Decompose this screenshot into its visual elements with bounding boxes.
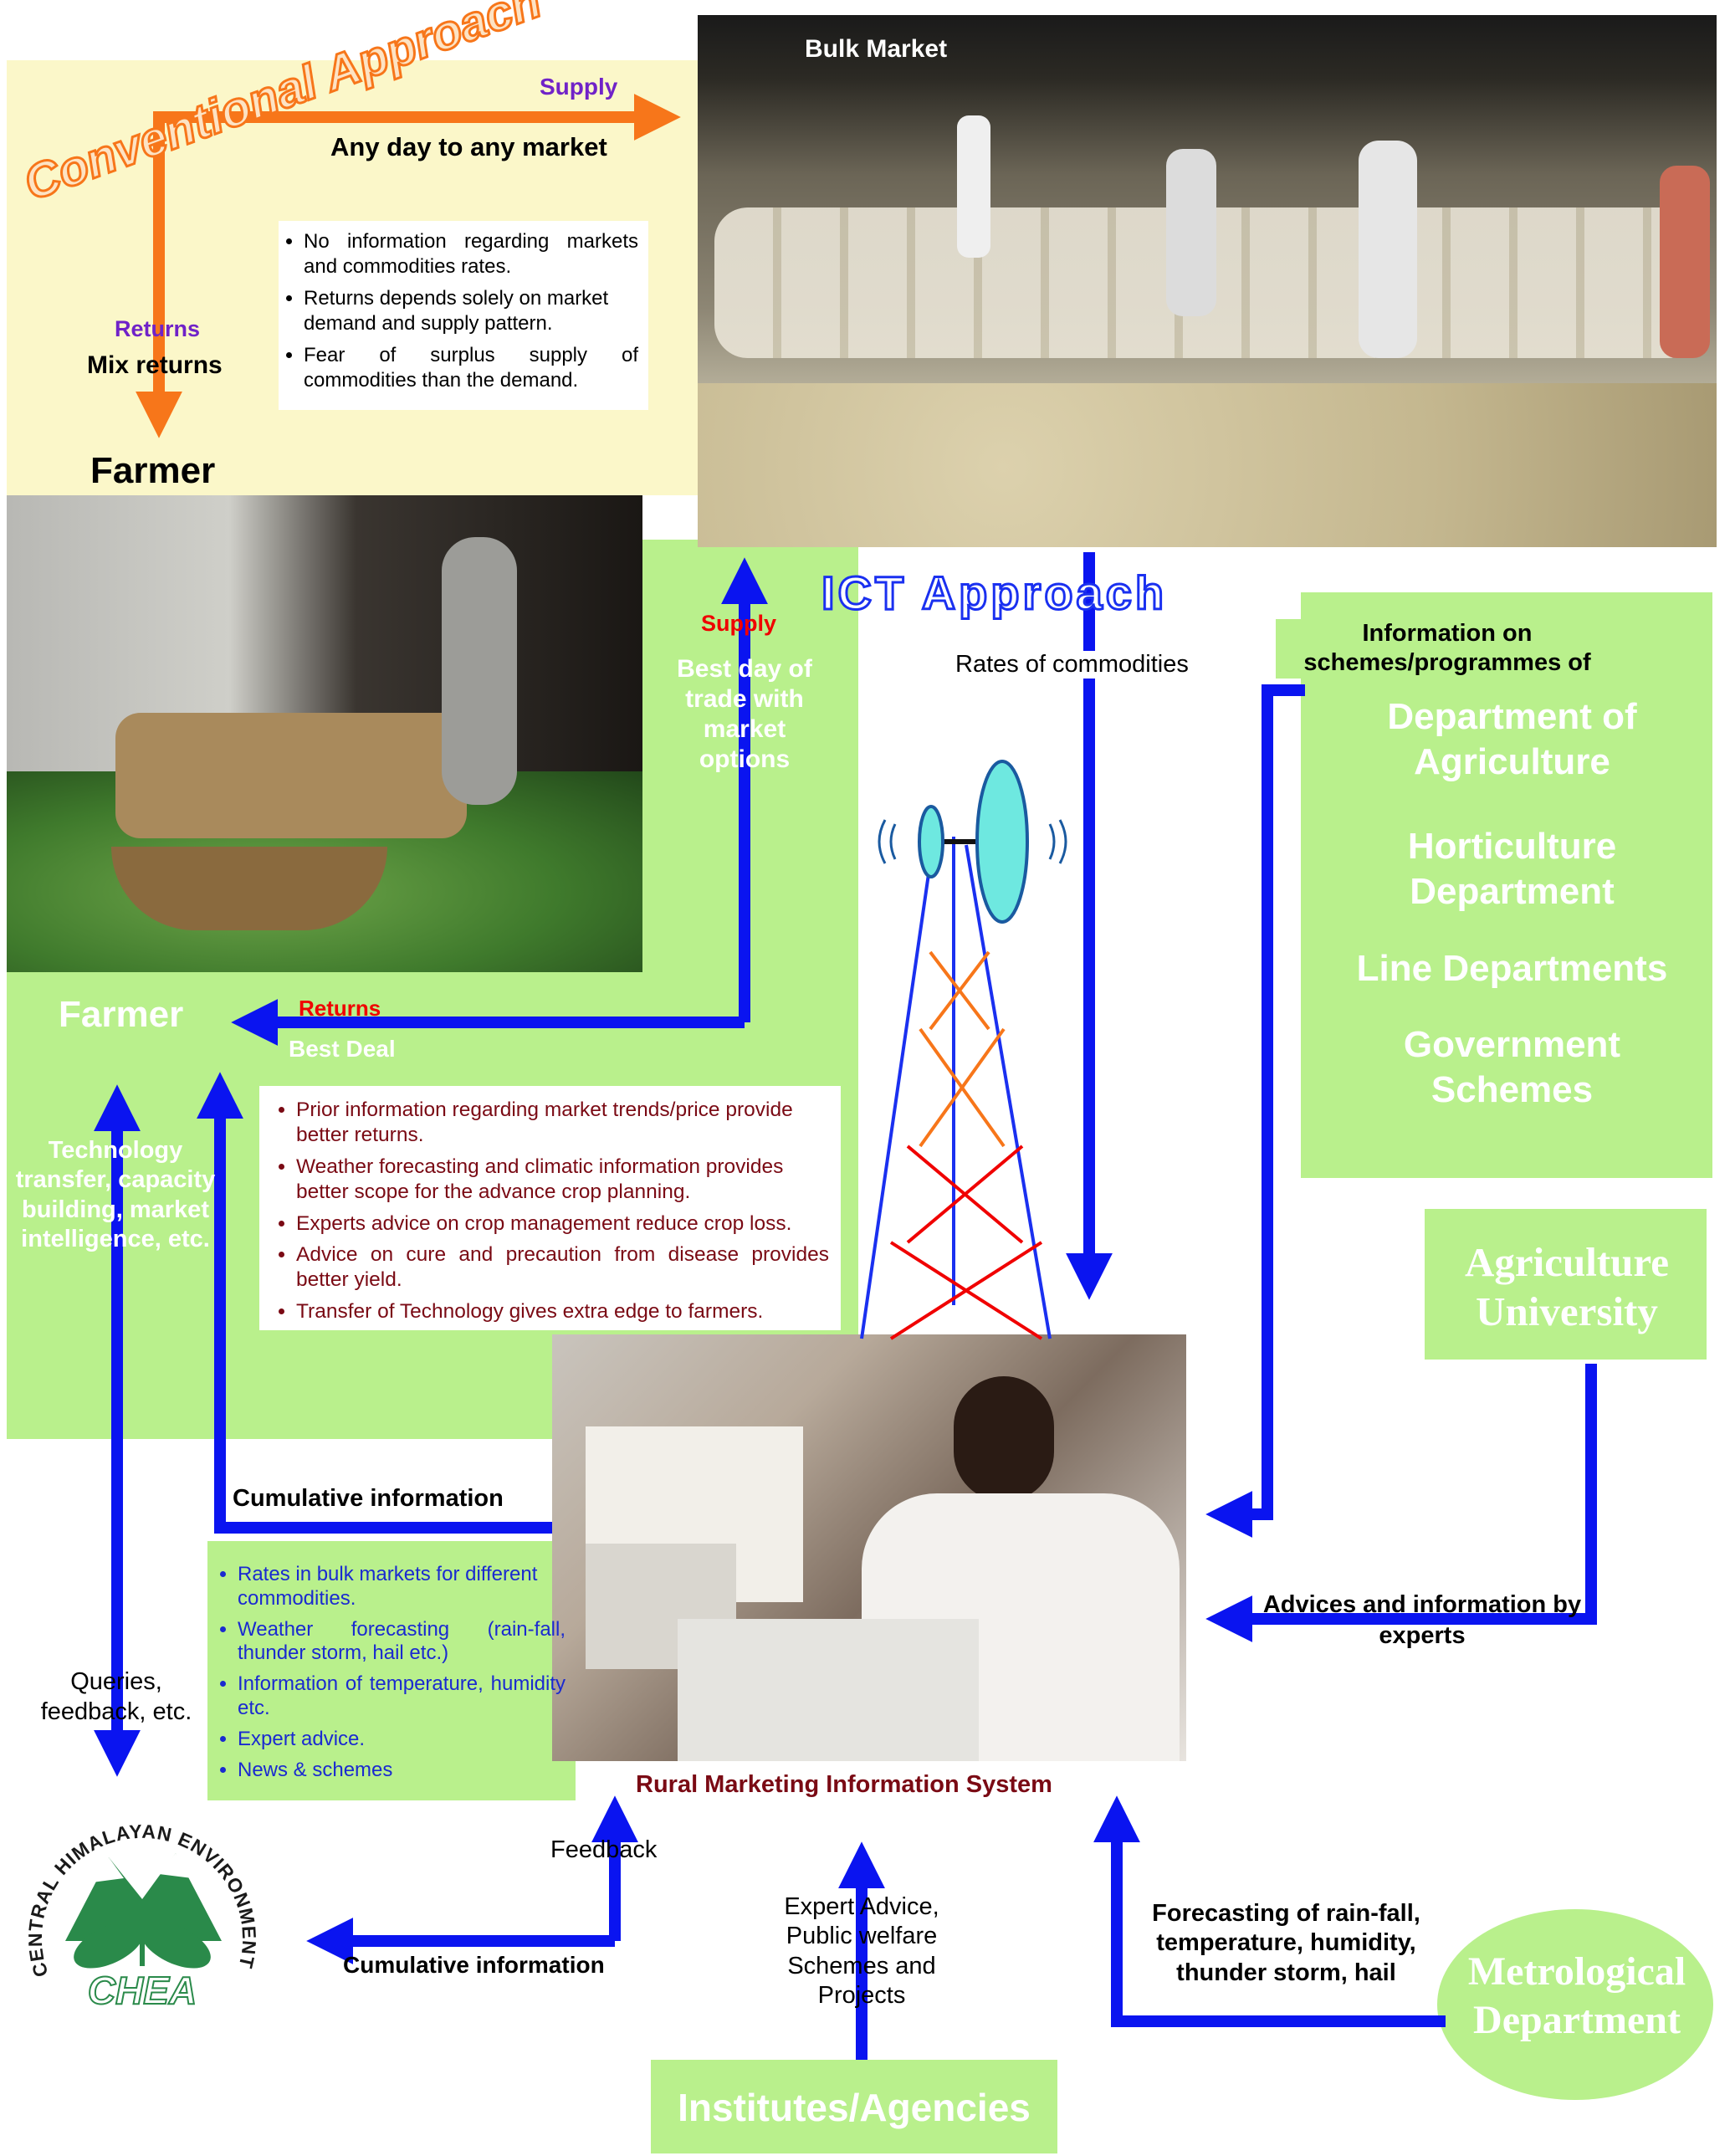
department-item: Government Schemes xyxy=(1403,1024,1621,1111)
call-center-photo xyxy=(552,1334,1186,1761)
rmis-item: Weather forecasting (rain-fall, thunder … xyxy=(238,1618,566,1667)
rmis-list-panel xyxy=(207,1541,576,1800)
met-department-ellipse xyxy=(1437,1909,1713,2100)
benefit-item: Advice on cure and precaution from disea… xyxy=(296,1242,829,1293)
rates-of-commodities-label: Rates of commodities xyxy=(955,651,1189,679)
ict-arrows xyxy=(94,552,1597,2060)
department-item: Line Departments xyxy=(1356,947,1668,989)
conventional-farmer-label: Farmer xyxy=(90,450,216,491)
institutes-box xyxy=(651,2060,1057,2153)
cumulative-info-top: Cumulative information xyxy=(233,1485,504,1512)
institutes-label: Institutes/Agencies xyxy=(678,2086,1031,2129)
conventional-returns-desc: Mix returns xyxy=(87,351,223,379)
expert-advice-label: Expert Advice, Public welfare Schemes an… xyxy=(784,1893,939,2010)
agri-university-box xyxy=(1425,1209,1707,1360)
tech-transfer-label: Technology transfer, capacity building, … xyxy=(15,1137,216,1253)
benefit-item: Transfer of Technology gives extra edge … xyxy=(296,1299,829,1324)
farmer-photo xyxy=(7,495,642,972)
schemes-info-label: Information on schemes/programmes of xyxy=(1276,619,1619,679)
ict-returns-label: Returns xyxy=(299,996,381,1021)
tower-icon xyxy=(860,760,1067,1340)
department-item: Horticulture Department xyxy=(1407,826,1617,913)
rmis-item: Expert advice. xyxy=(238,1728,566,1752)
conventional-title: Conventional Approach xyxy=(17,0,548,211)
rmis-item: Rates in bulk markets for different comm… xyxy=(238,1563,566,1611)
conventional-bullet: No information regarding markets and com… xyxy=(304,229,638,279)
rmis-list: Rates in bulk markets for different comm… xyxy=(207,1563,576,1789)
advices-label: Advices and information by experts xyxy=(1262,1591,1582,1650)
conventional-bullet: Returns depends solely on market demand … xyxy=(304,286,638,336)
conventional-arrows xyxy=(136,94,681,438)
met-department-label: Metrological Department xyxy=(1467,1949,1686,2042)
rmis-item: News & schemes xyxy=(238,1759,566,1783)
ict-supply-label: Supply xyxy=(701,611,777,636)
conventional-supply-label: Supply xyxy=(540,74,618,100)
ict-farmer-label: Farmer xyxy=(59,994,184,1035)
benefit-item: Experts advice on crop management reduce… xyxy=(296,1211,829,1237)
conventional-supply-desc: Any day to any market xyxy=(330,132,607,161)
departments-panel xyxy=(1301,592,1712,1178)
conventional-bullets-box: No information regarding markets and com… xyxy=(279,221,648,410)
ict-best-deal-label: Best Deal xyxy=(289,1036,396,1062)
benefit-item: Prior information regarding market trend… xyxy=(296,1098,829,1148)
ict-title: ICT Approach xyxy=(821,566,1167,619)
rmis-label: Rural Marketing Information System xyxy=(636,1771,1052,1798)
bulk-market-label: Bulk Market xyxy=(805,35,948,63)
queries-label: Queries, feedback, etc. xyxy=(40,1668,192,1726)
ict-supply-desc: Best day of trade with market options xyxy=(677,655,812,773)
feedback-label: Feedback xyxy=(550,1836,658,1863)
department-list: Department of Agriculture Horticulture D… xyxy=(1338,694,1686,1113)
bulk-market-photo xyxy=(698,15,1717,547)
benefit-item: Weather forecasting and climatic informa… xyxy=(296,1155,829,1205)
department-item: Department of Agriculture xyxy=(1387,696,1637,782)
conventional-bullet: Fear of surplus supply of commodities th… xyxy=(304,343,638,393)
rmis-item: Information of temperature, humidity etc… xyxy=(238,1672,566,1721)
conventional-returns-label: Returns xyxy=(115,316,201,341)
benefits-box: Prior information regarding market trend… xyxy=(259,1086,841,1330)
chea-abbr: CHEA xyxy=(88,1969,197,2012)
cumulative-info-bottom: Cumulative information xyxy=(343,1952,605,1978)
forecasting-label: Forecasting of rain-fall, temperature, h… xyxy=(1152,1900,1420,1986)
agri-university-label: Agriculture University xyxy=(1464,1239,1670,1334)
